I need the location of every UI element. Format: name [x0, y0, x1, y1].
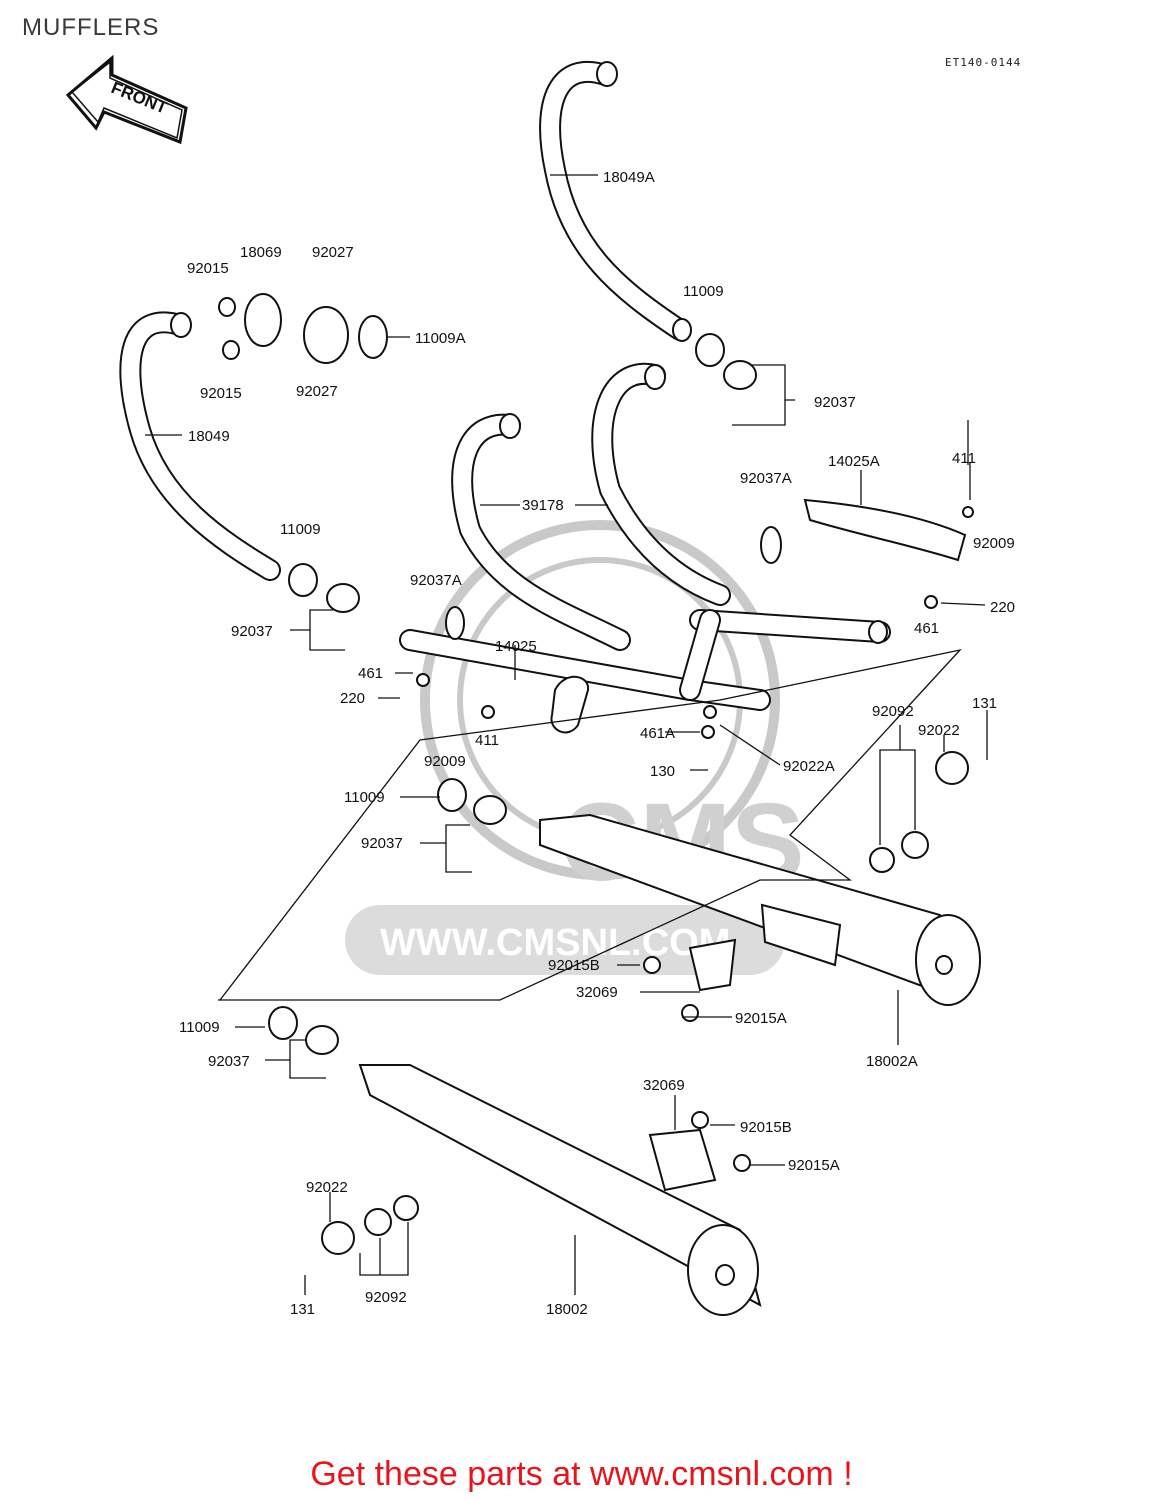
part-label: 11009	[683, 283, 724, 300]
part-label: 92015A	[735, 1010, 787, 1027]
part-label: 32069	[576, 984, 618, 1001]
part-label: 92027	[312, 244, 354, 261]
part-label: 11009	[179, 1019, 220, 1036]
exhaust-pipe-18049	[119, 311, 281, 581]
part-label: 11009	[280, 521, 321, 538]
part-label: 92022A	[783, 758, 835, 775]
part-label: 92037	[208, 1053, 250, 1070]
part-label: 92015A	[788, 1157, 840, 1174]
part-label: 461	[914, 620, 939, 637]
rubber-mounts	[321, 751, 969, 1255]
cmsnl-watermark: CMS WWW.CMSNL.COM	[345, 520, 804, 975]
part-label: 39178	[522, 497, 564, 514]
part-label: 92015	[187, 260, 229, 277]
part-label: 92037	[814, 394, 856, 411]
front-arrow-icon: FRONT	[65, 54, 188, 145]
part-label: 411	[475, 732, 499, 749]
part-label: 461A	[640, 725, 675, 742]
part-label: 411	[952, 450, 976, 467]
part-label: 130	[650, 763, 675, 780]
small-hardware	[218, 293, 974, 1172]
part-label: 92037	[231, 623, 273, 640]
part-label: 220	[340, 690, 365, 707]
part-label: 220	[990, 599, 1015, 616]
part-label: 131	[290, 1301, 315, 1318]
part-label: 92009	[973, 535, 1015, 552]
page-title: MUFFLERS	[22, 14, 160, 41]
exhaust-pipe-assembly-39178	[399, 362, 891, 711]
part-label: 18069	[240, 244, 282, 261]
part-label: 18049A	[603, 169, 655, 186]
part-label: 92037A	[740, 470, 792, 487]
muffler-18002a	[539, 813, 981, 1006]
part-label: 92092	[872, 703, 914, 720]
diagram-code: ET140-0144	[945, 56, 1022, 69]
part-label: 92009	[424, 753, 466, 770]
part-label: 18002	[546, 1301, 588, 1318]
part-label: 92022	[306, 1179, 348, 1196]
muffler-18002	[358, 1064, 762, 1316]
part-label: 92015B	[548, 957, 600, 974]
part-label: 14025A	[828, 453, 880, 470]
part-label: 92027	[296, 383, 338, 400]
part-label: 92015B	[740, 1119, 792, 1136]
part-label: 11009	[344, 789, 385, 806]
part-label: 461	[358, 665, 383, 682]
part-label: 32069	[643, 1077, 685, 1094]
exploded-parts-diagram: CMS WWW.CMSNL.COM FRONT	[65, 54, 1015, 1318]
exhaust-pipe-18049a	[539, 60, 692, 342]
part-label: 92092	[365, 1289, 407, 1306]
part-label: 92037A	[410, 572, 462, 589]
heat-cover-14025	[550, 675, 590, 734]
leader-lines	[145, 174, 988, 1295]
part-label: 11009A	[415, 330, 466, 347]
part-label: 18002A	[866, 1053, 918, 1070]
heat-cover-14025a	[803, 498, 967, 562]
part-labels: 18049A 18069 92015 92027 11009A 92015 92…	[179, 169, 1015, 1318]
footer-cta-link[interactable]: Get these parts at www.cmsnl.com !	[310, 1455, 853, 1493]
part-label: 18049	[188, 428, 230, 445]
part-label: 131	[972, 695, 997, 712]
part-label: 92037	[361, 835, 403, 852]
part-label: 14025	[495, 638, 537, 655]
part-label: 92015	[200, 385, 242, 402]
part-label: 92022	[918, 722, 960, 739]
watermark-url: WWW.CMSNL.COM	[380, 922, 730, 964]
